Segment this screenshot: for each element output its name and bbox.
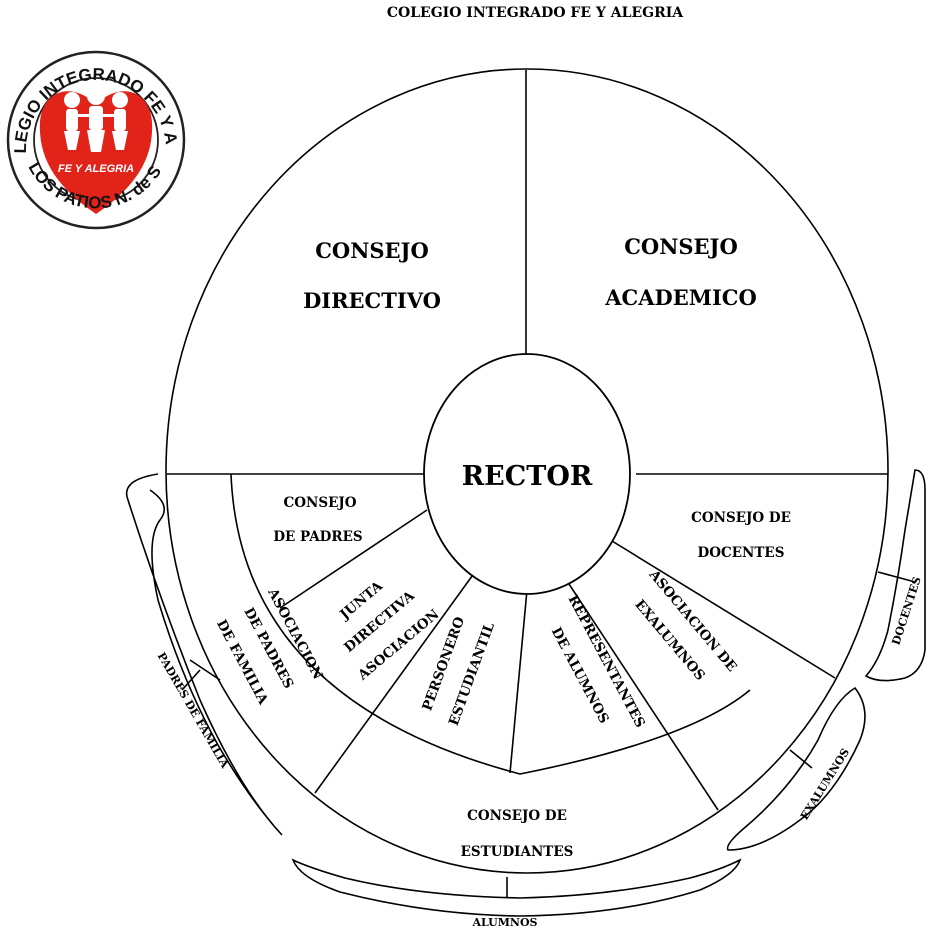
exalumnos-bracket [726, 686, 866, 851]
consejo-directivo-line2: DIRECTIVO [303, 288, 441, 313]
diagram-title: COLEGIO INTEGRADO FE Y ALEGRIA [387, 5, 684, 21]
consejo-docentes-line2: DOCENTES [698, 545, 785, 561]
junta-line3: ASOCIACION [354, 606, 442, 684]
main-circle [165, 68, 889, 874]
consejo-docentes-line1: CONSEJO DE [691, 510, 791, 526]
consejo-padres-line2: DE PADRES [273, 529, 362, 545]
alumnos-label: ALUMNOS [471, 916, 537, 929]
consejo-academico-line2: ACADEMICO [604, 285, 757, 310]
padres-familia-label: PADRES DE FAMILIA [155, 650, 232, 770]
consejo-padres-line1: CONSEJO [283, 495, 356, 511]
padres-bracket [125, 473, 283, 836]
asoc-exalumnos-group: ASOCIACION DE EXALUMNOS [631, 566, 739, 684]
consejo-estudiantes-line2: ESTUDIANTES [461, 844, 574, 860]
junta-directiva-group: JUNTA DIRECTIVA ASOCIACION [336, 578, 442, 684]
school-logo: FE Y ALEGRIA I.E. COLEGIO INTEGRADO FE Y… [0, 0, 186, 230]
docentes-label: DOCENTES [890, 575, 924, 646]
exalumnos-label: EXALUMNOS [798, 746, 852, 822]
consejo-academico-line1: CONSEJO [624, 234, 738, 259]
docentes-bracket [864, 469, 926, 682]
asociacion-padres-group: ASOCIACION DE PADRES DE FAMILIA [213, 585, 326, 708]
consejo-directivo-line1: CONSEJO [315, 238, 429, 263]
rector-label: RECTOR [462, 461, 593, 492]
representantes-group: REPRESENTANTES DE ALUMNOS [548, 592, 648, 730]
consejo-estudiantes-line1: CONSEJO DE [467, 808, 567, 824]
logo-inner-text: FE Y ALEGRIA [58, 163, 134, 175]
asoc-exalumnos-line2: EXALUMNOS [631, 597, 708, 684]
children-icon [64, 87, 128, 152]
rector-circle [423, 353, 631, 595]
alumnos-bracket [291, 858, 742, 917]
